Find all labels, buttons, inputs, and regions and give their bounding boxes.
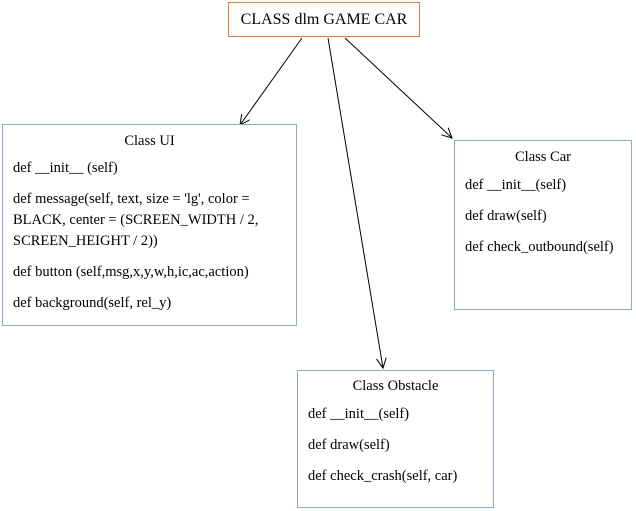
root-node: CLASS dlm GAME CAR	[228, 2, 420, 37]
root-label: CLASS dlm GAME CAR	[240, 11, 408, 28]
method-item: def message(self, text, size = 'lg', col…	[13, 191, 259, 249]
method-item: def draw(self)	[465, 208, 547, 224]
arrow-root-to-obstacle	[327, 37, 383, 368]
method-item: def __init__(self)	[465, 177, 567, 193]
method-item: def __init__(self)	[308, 406, 410, 422]
class-obstacle-title: Class Obstacle	[352, 378, 439, 394]
class-obstacle-box: Class Obstacle def __init__(self) def dr…	[297, 370, 494, 508]
method-item: def check_crash(self, car)	[308, 468, 458, 484]
class-ui-box: Class UI def __init__ (self) def message…	[2, 124, 297, 326]
arrow-root-to-ui	[240, 37, 303, 125]
method-item: def __init__ (self)	[13, 160, 118, 176]
method-item: def background(self, rel_y)	[13, 295, 172, 311]
method-item: def button (self,msg,x,y,w,h,ic,ac,actio…	[13, 264, 249, 280]
arrow-root-to-car	[344, 37, 452, 138]
class-car-box: Class Car def __init__(self) def draw(se…	[454, 140, 632, 310]
method-item: def draw(self)	[308, 437, 390, 453]
method-item: def check_outbound(self)	[465, 239, 614, 255]
class-ui-title: Class UI	[124, 133, 175, 149]
class-car-title: Class Car	[515, 149, 571, 165]
